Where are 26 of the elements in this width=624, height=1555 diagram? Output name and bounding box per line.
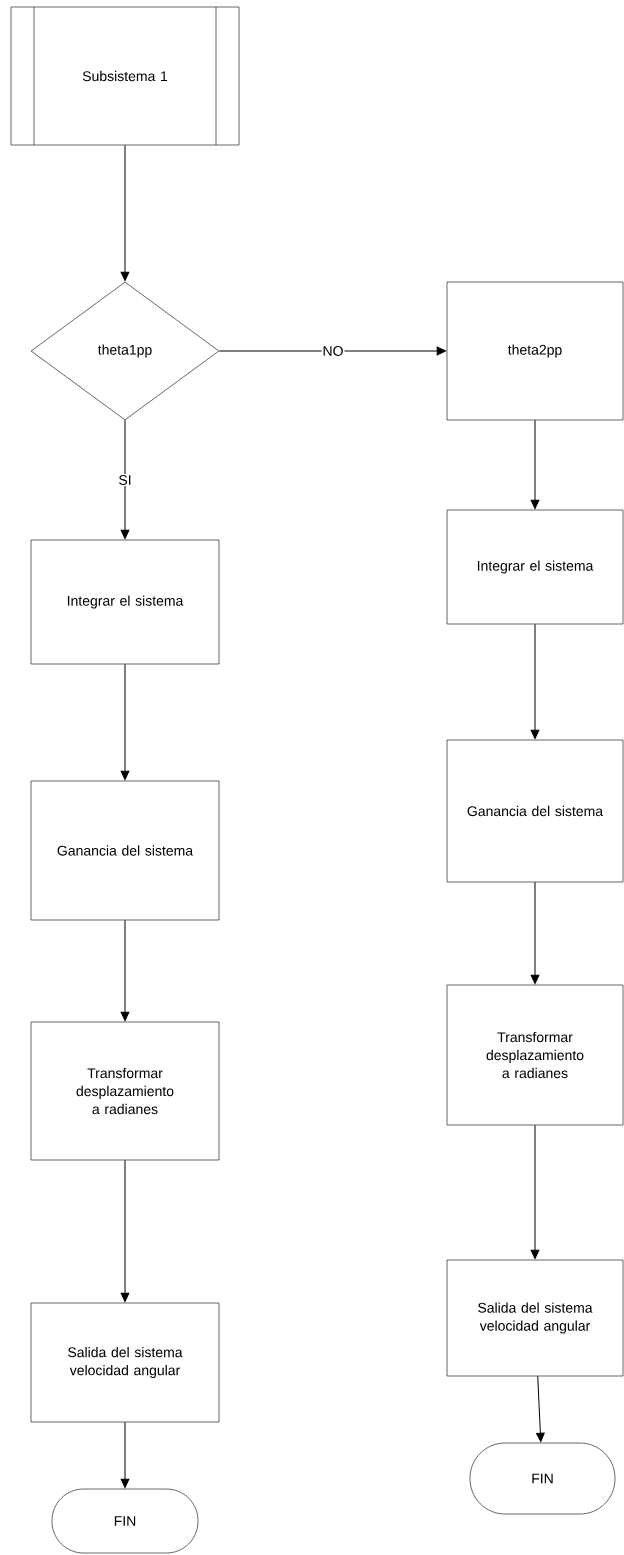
arrow <box>536 1375 545 1442</box>
process-box: theta2pp <box>446 281 624 421</box>
arrow <box>120 144 130 281</box>
arrow <box>120 1421 130 1488</box>
process-box: Ganancia del sistema <box>30 780 220 921</box>
process-box: Transformar desplazamiento a radianes <box>446 984 624 1126</box>
subprocess-box: Subsistema 1 <box>10 6 240 146</box>
process-box: Transformar desplazamiento a radianes <box>30 1021 220 1161</box>
arrow <box>530 1124 540 1259</box>
terminal-box: FIN <box>51 1488 199 1554</box>
arrow <box>530 623 540 739</box>
process-box: Integrar el sistema <box>446 509 624 625</box>
process-box: Ganancia del sistema <box>446 739 624 883</box>
arrow <box>120 663 130 780</box>
process-box: Salida del sistema velocidad angular <box>446 1259 624 1377</box>
terminal-box: FIN <box>469 1442 616 1515</box>
process-box: Integrar el sistema <box>30 539 220 665</box>
arrow <box>530 881 540 984</box>
arrow <box>530 419 540 509</box>
edge-label: NO <box>321 345 345 357</box>
arrow <box>120 919 130 1021</box>
arrow <box>218 346 446 356</box>
process-box: Salida del sistema velocidad angular <box>30 1302 220 1423</box>
arrow <box>120 419 130 539</box>
arrow <box>120 1159 130 1302</box>
edge-label: SI <box>117 474 133 486</box>
